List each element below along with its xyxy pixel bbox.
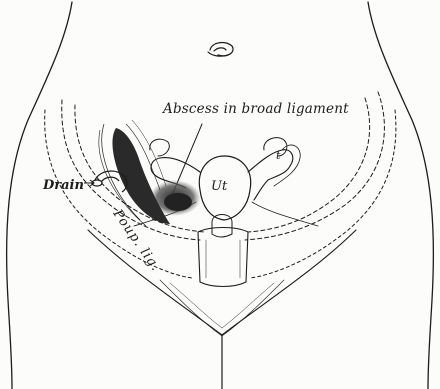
left-ovary — [150, 139, 169, 156]
body-outline-left — [7, 2, 72, 389]
cervix — [212, 215, 232, 238]
groin-line-right — [222, 230, 356, 335]
round-ligament-right — [252, 202, 318, 226]
right-tube — [248, 150, 293, 200]
body-outline-right — [368, 2, 433, 389]
navel-icon — [208, 43, 233, 57]
uterus-label: Ut — [211, 179, 227, 194]
drain-label: Drain — [43, 178, 84, 193]
tube-label: t — [276, 149, 280, 162]
abscess-label: Abscess in broad ligament — [163, 101, 349, 117]
dashed-line-right-2 — [248, 98, 370, 232]
dashed-line-right-3 — [250, 110, 396, 278]
mons-hatching — [160, 280, 284, 336]
